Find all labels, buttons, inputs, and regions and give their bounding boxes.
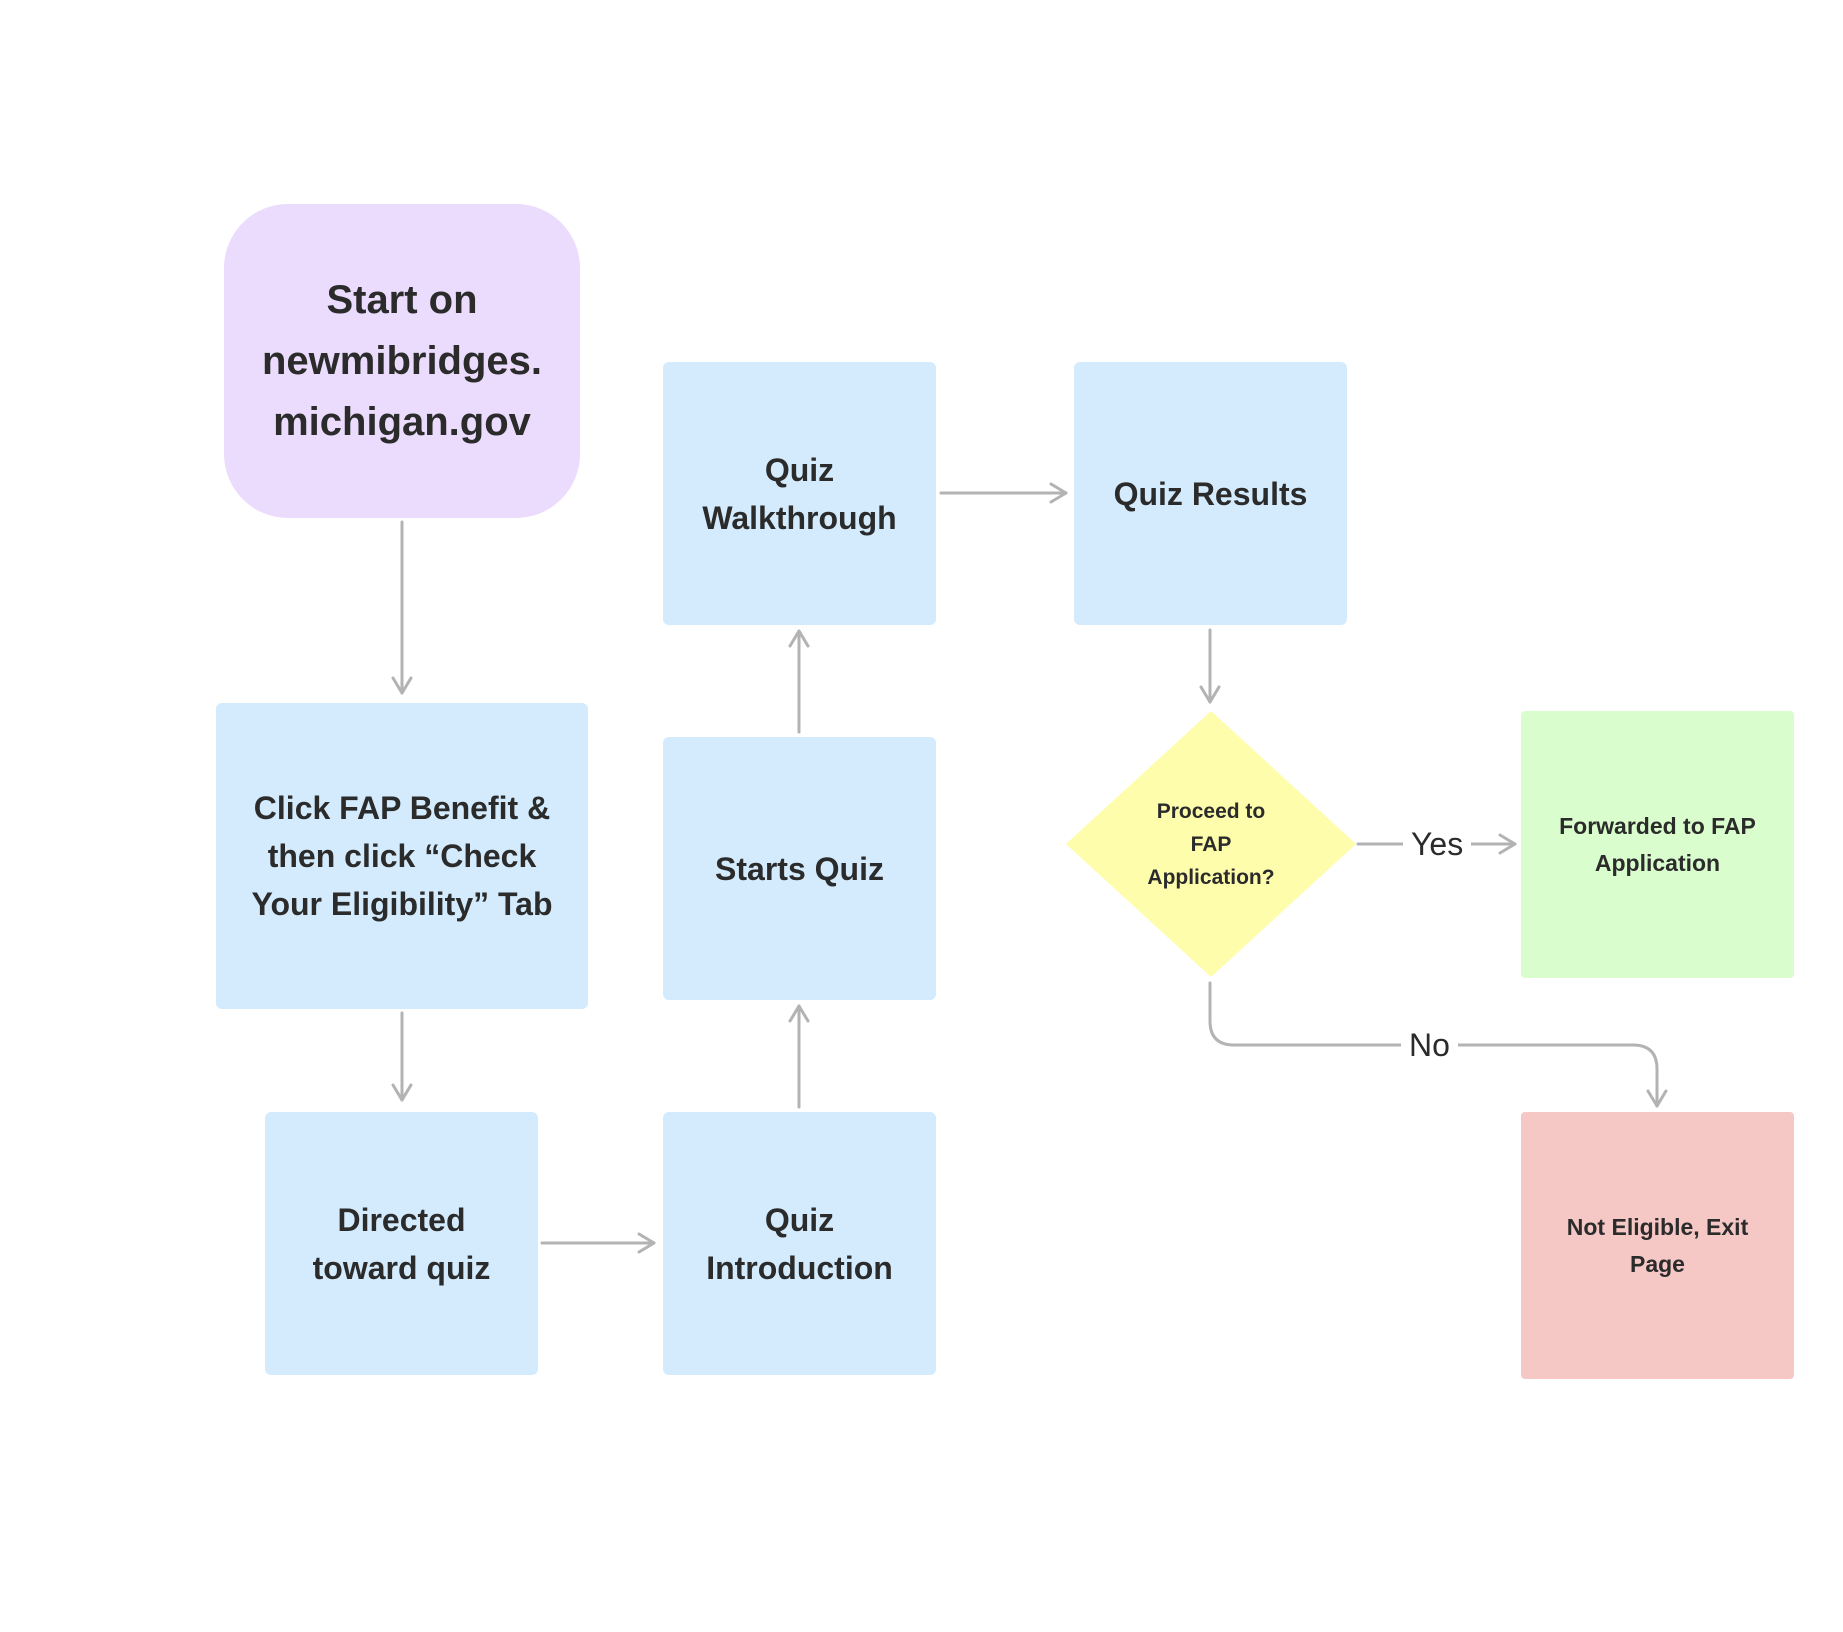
click-fap-benefit-node: Click FAP Benefit & then click “Check Yo… [216, 703, 588, 1009]
quiz-introduction-node: Quiz Introduction [663, 1112, 936, 1375]
not-eligible-node: Not Eligible, Exit Page [1521, 1112, 1794, 1379]
quiz-results-node: Quiz Results [1074, 362, 1347, 625]
starts-quiz-label: Starts Quiz [715, 850, 884, 887]
forwarded-to-fap-node: Forwarded to FAP Application [1521, 711, 1794, 978]
no-edge-label: No [1401, 1027, 1458, 1063]
quiz-walkthrough-label: Quiz Walkthrough [702, 451, 897, 536]
directed-toward-quiz-node: Directed toward quiz [265, 1112, 538, 1375]
decision-node-label: Proceed to FAP Application? [1096, 782, 1326, 906]
quiz-results-label: Quiz Results [1113, 475, 1308, 512]
start-node: Start on newmibridges. michigan.gov [224, 204, 580, 518]
directed-toward-quiz-label: Directed toward quiz [312, 1201, 491, 1286]
yes-edge-label: Yes [1403, 826, 1472, 862]
quiz-introduction-label: Quiz Introduction [706, 1201, 893, 1286]
forwarded-to-fap-label: Forwarded to FAP Application [1559, 812, 1756, 876]
decision-question: Proceed to FAP Application? [1147, 799, 1275, 889]
not-eligible-label: Not Eligible, Exit Page [1566, 1213, 1749, 1277]
click-fap-benefit-label: Click FAP Benefit & then click “Check Yo… [251, 790, 553, 922]
decision-diamond [1066, 711, 1356, 977]
start-node-label: Start on newmibridges. michigan.gov [261, 277, 543, 444]
starts-quiz-node: Starts Quiz [663, 737, 936, 1000]
quiz-walkthrough-node: Quiz Walkthrough [663, 362, 936, 625]
